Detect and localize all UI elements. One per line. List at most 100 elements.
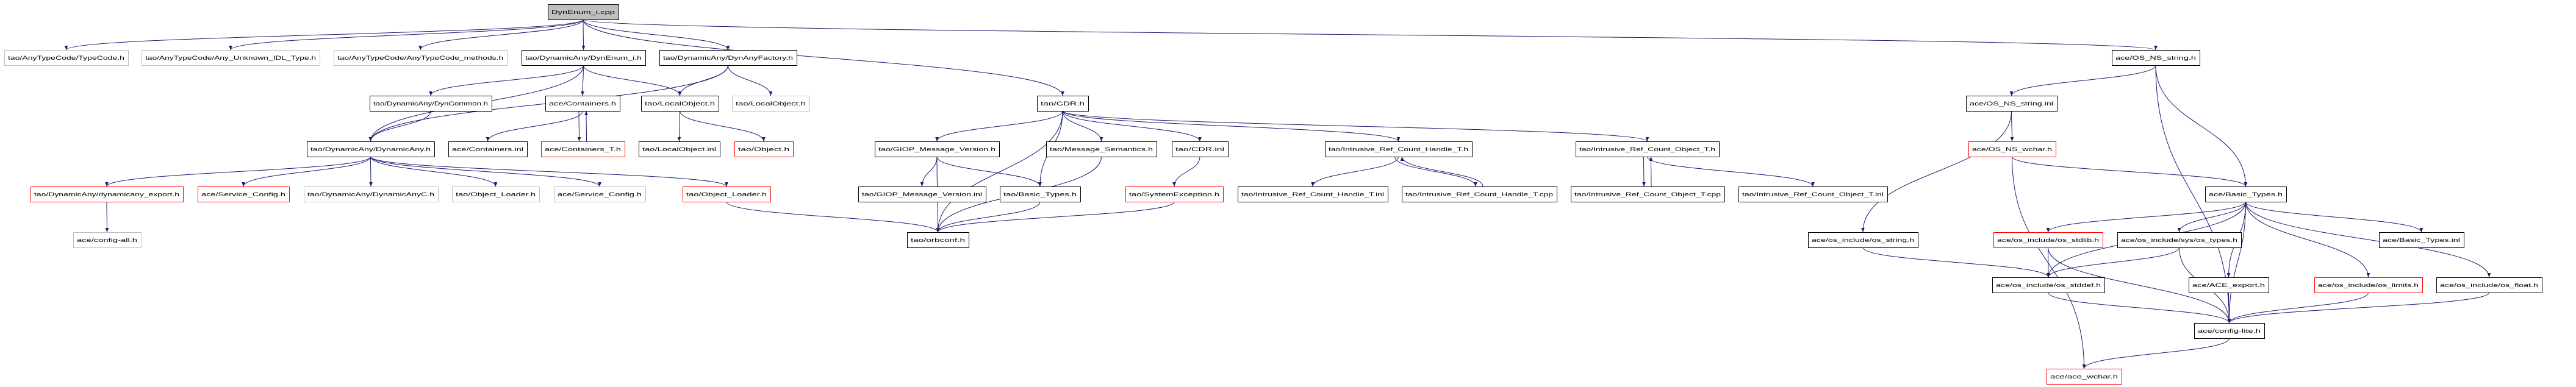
node-box: [641, 96, 719, 112]
edge-root-to-typecode: [64, 19, 584, 51]
node-box: [370, 96, 492, 112]
node-box: [875, 141, 1000, 157]
edge-acebasic-to-osfloat: [2245, 201, 2491, 278]
file-node-containers[interactable]: ace/Containers.h: [545, 96, 620, 112]
node-label: tao/orbconf.h: [911, 237, 965, 244]
node-label: tao/GIOP_Message_Version.h: [878, 146, 996, 153]
edge-cdrh-to-giopver: [935, 110, 1063, 142]
file-node-msgsem[interactable]: tao/Message_Semantics.h: [1046, 141, 1157, 157]
node-label: ace/os_include/os_stdlib.h: [1997, 237, 2099, 244]
file-node-containersinl[interactable]: ace/Containers.inl: [448, 141, 528, 157]
file-node-taobasic[interactable]: tao/Basic_Types.h: [1000, 186, 1081, 202]
file-node-acebasic[interactable]: ace/Basic_Types.h: [2205, 186, 2287, 202]
node-box: [545, 96, 620, 112]
file-node-osstdlib[interactable]: ace/os_include/os_stdlib.h: [1993, 232, 2103, 248]
file-node-svccfg2: ace/Service_Config.h: [554, 186, 646, 202]
edge-osstdlib-to-osstddef: [2047, 247, 2050, 278]
node-label: tao/Object_Loader.h: [686, 191, 767, 198]
edge-osnsstring-to-configlite: [2155, 65, 2231, 324]
file-node-osstddef[interactable]: ace/os_include/os_stddef.h: [1992, 277, 2105, 293]
file-node-oslimits[interactable]: ace/os_include/os_limits.h: [2314, 277, 2423, 293]
node-label: tao/Object_Loader.h: [456, 191, 536, 198]
edge-root-to-anyunk: [229, 19, 584, 51]
file-node-osnsstring[interactable]: ace/OS_NS_string.h: [2112, 50, 2200, 66]
edge-giopver-to-taobasic: [936, 156, 1042, 187]
node-box: [639, 141, 720, 157]
file-node-cdrinl[interactable]: tao/CDR.inl: [1172, 141, 1229, 157]
node-label: tao/Intrusive_Ref_Count_Object_T.inl: [1742, 191, 1884, 198]
file-node-dyncommon[interactable]: tao/DynamicAny/DynCommon.h: [370, 96, 492, 112]
file-node-irchth[interactable]: tao/Intrusive_Ref_Count_Handle_T.h: [1325, 141, 1473, 157]
edge-ircoth-to-ircotinl: [1647, 156, 1815, 187]
node-box: [1046, 141, 1157, 157]
file-node-osnsstringinl[interactable]: ace/OS_NS_string.inl: [1966, 96, 2058, 112]
edge-dynenumh-to-containers: [581, 65, 584, 96]
edge-root-to-cdrh: [583, 19, 1064, 96]
node-box: [541, 141, 625, 157]
edge-root-to-atcm: [418, 19, 584, 51]
file-node-dynanyc: tao/DynamicAny/DynamicAnyC.h: [304, 186, 439, 202]
file-node-localobj2: tao/LocalObject.h: [732, 96, 810, 112]
edge-osnsstring-to-acebasic: [2155, 65, 2248, 187]
edge-osstddef-to-configlite: [2048, 292, 2231, 324]
file-node-osnswchar[interactable]: ace/OS_NS_wchar.h: [1968, 141, 2056, 157]
edge-irchtcpp-to-irchth: [1400, 156, 1484, 187]
node-box: [198, 186, 290, 202]
node-label: tao/DynamicAny/DynamicAnyC.h: [307, 191, 434, 198]
file-node-ircotinl[interactable]: tao/Intrusive_Ref_Count_Object_T.inl: [1738, 186, 1888, 202]
file-node-dynexport[interactable]: tao/DynamicAny/dynamicany_export.h: [30, 186, 184, 202]
file-node-configlite[interactable]: ace/config-lite.h: [2194, 323, 2265, 339]
edge-dynamicany-to-svccfg2: [370, 156, 601, 187]
edge-cdrinl-to-sysexc: [1172, 156, 1200, 187]
node-box: [554, 186, 646, 202]
edge-dynfact-to-localobj2: [728, 65, 773, 96]
file-node-dynamicany[interactable]: tao/DynamicAny/DynamicAny.h: [307, 141, 435, 157]
file-node-acebasicinl[interactable]: ace/Basic_Types.inl: [2379, 232, 2464, 248]
node-label: tao/Intrusive_Ref_Count_Handle_T.inl: [1241, 191, 1384, 198]
node-box: [1738, 186, 1888, 202]
file-node-objloader2[interactable]: tao/Object_Loader.h: [683, 186, 771, 202]
edge-cdrh-to-orbconf: [936, 110, 1063, 233]
file-node-cdrh[interactable]: tao/CDR.h: [1037, 96, 1089, 112]
edge-cdrh-to-irchth: [1062, 110, 1401, 142]
file-node-containerst[interactable]: ace/Containers_T.h: [541, 141, 625, 157]
file-node-ircotcpp[interactable]: tao/Intrusive_Ref_Count_Object_T.cpp: [1571, 186, 1725, 202]
file-node-irchtcpp[interactable]: tao/Intrusive_Ref_Count_Handle_T.cpp: [1402, 186, 1557, 202]
file-node-dynenumh[interactable]: tao/DynamicAny/DynEnum_i.h: [522, 50, 646, 66]
node-label: DynEnum_i.cpp: [551, 9, 615, 16]
file-node-osfloat[interactable]: ace/os_include/os_float.h: [2436, 277, 2542, 293]
node-label: ace/config-lite.h: [2198, 328, 2261, 335]
file-node-localobjinl[interactable]: tao/LocalObject.inl: [639, 141, 720, 157]
node-box: [1172, 141, 1229, 157]
file-node-ostypes[interactable]: ace/os_include/sys/os_types.h: [2117, 232, 2242, 248]
file-node-osstring[interactable]: ace/os_include/os_string.h: [1808, 232, 1918, 248]
node-label: ace/Basic_Types.h: [2209, 191, 2283, 198]
file-node-objecth[interactable]: tao/Object.h: [734, 141, 794, 157]
edge-osnsstring-to-osnsstringinl: [2009, 65, 2156, 96]
file-node-configall: ace/config-all.h: [73, 232, 142, 248]
node-box: [1808, 232, 1918, 248]
node-box: [1576, 141, 1720, 157]
file-node-irchtinl[interactable]: tao/Intrusive_Ref_Count_Handle_T.inl: [1238, 186, 1388, 202]
file-node-giopver[interactable]: tao/GIOP_Message_Version.h: [875, 141, 1000, 157]
file-node-orbconf[interactable]: tao/orbconf.h: [907, 232, 969, 248]
file-node-localobj[interactable]: tao/LocalObject.h: [641, 96, 719, 112]
node-box: [30, 186, 184, 202]
file-node-sysexc[interactable]: tao/SystemException.h: [1125, 186, 1224, 202]
file-node-aceexport[interactable]: ace/ACE_export.h: [2189, 277, 2269, 293]
file-node-svccfg1[interactable]: ace/Service_Config.h: [198, 186, 290, 202]
file-node-dynfact[interactable]: tao/DynamicAny/DynAnyFactory.h: [659, 50, 797, 66]
file-node-giopverinl[interactable]: tao/GIOP_Message_Version.inl: [858, 186, 986, 202]
file-node-ircoth[interactable]: tao/Intrusive_Ref_Count_Object_T.h: [1576, 141, 1720, 157]
node-label: ace/Service_Config.h: [201, 191, 285, 198]
node-label: tao/DynamicAny/DynAnyFactory.h: [663, 55, 793, 62]
root-file-node: DynEnum_i.cpp: [548, 4, 619, 20]
node-box: [2205, 186, 2287, 202]
node-box: [522, 50, 646, 66]
file-node-acewchar[interactable]: ace/ace_wchar.h: [2047, 369, 2122, 385]
edge-root-to-dynfact: [583, 19, 730, 51]
edge-dynenumh-to-localobj: [583, 65, 682, 96]
edge-acebasic-to-ostypes: [2177, 201, 2246, 233]
node-label: tao/DynamicAny/DynamicAny.h: [310, 146, 431, 153]
